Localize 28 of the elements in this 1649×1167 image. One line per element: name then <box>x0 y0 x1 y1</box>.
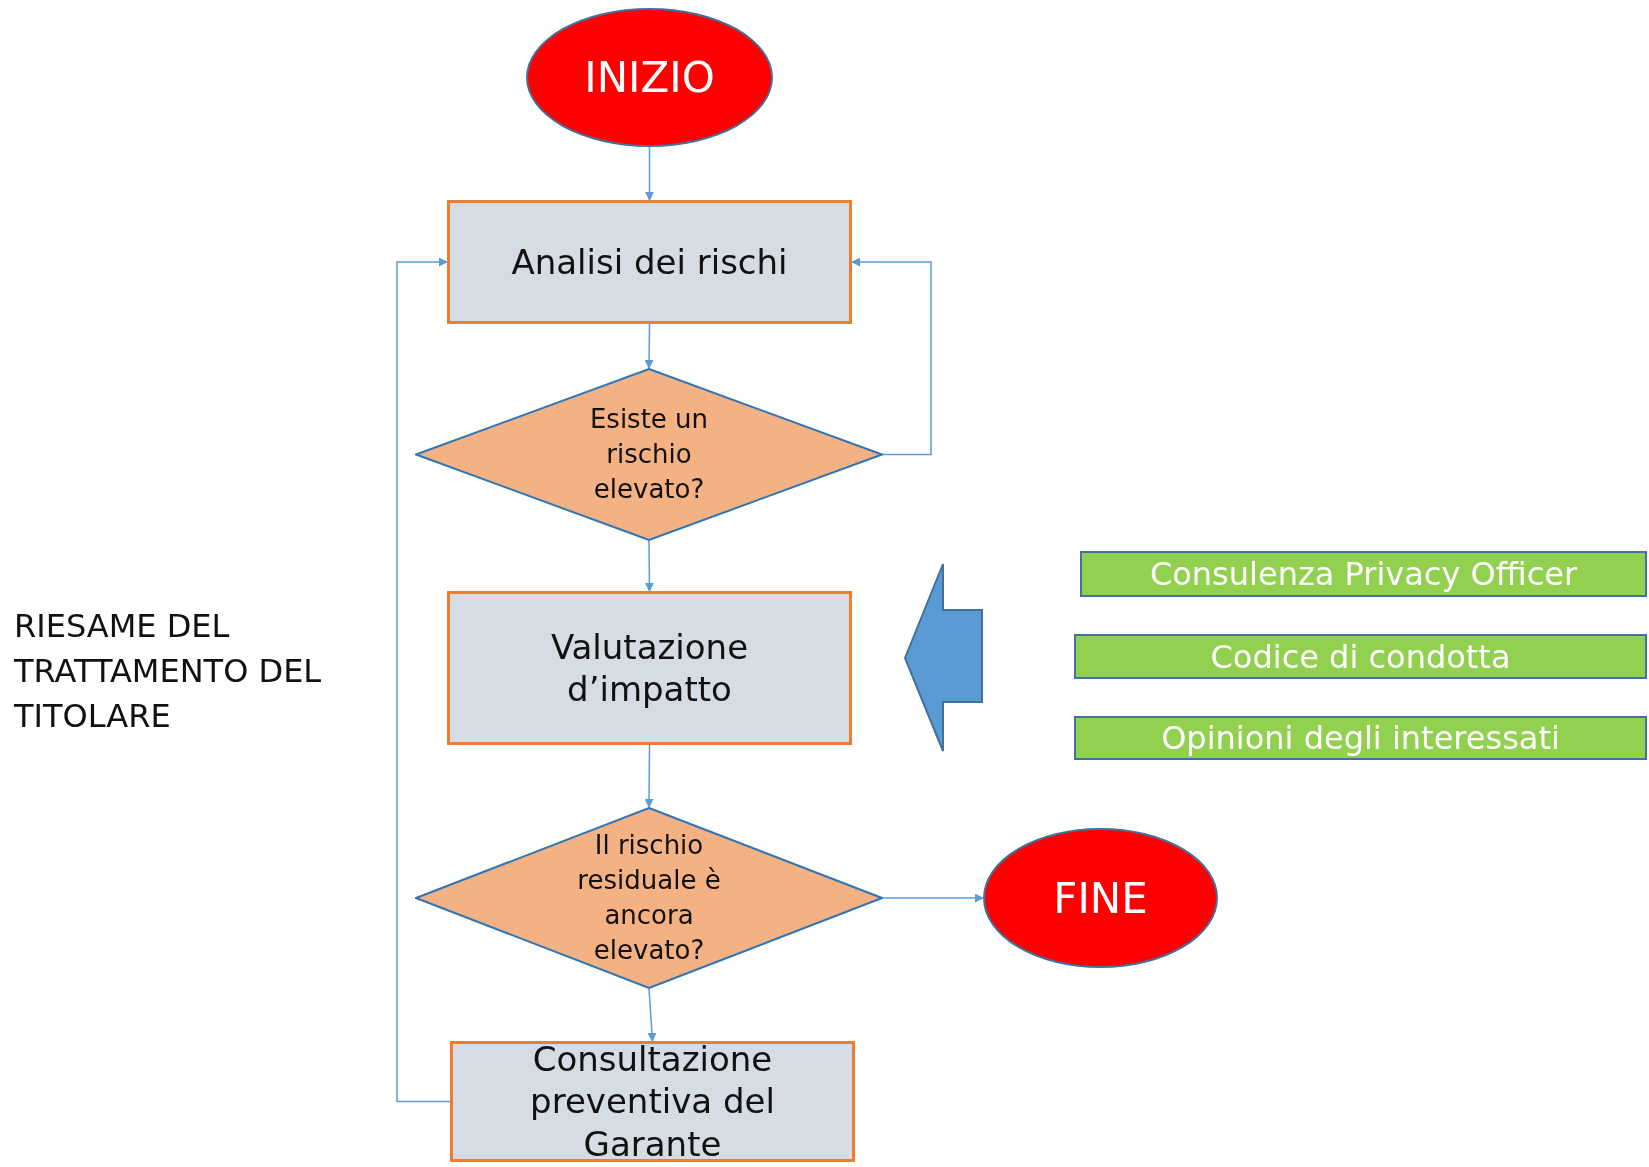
connector-arrow <box>644 540 654 592</box>
node-text: Opinioni degli interessati <box>1161 718 1560 759</box>
decision-diamond <box>415 807 883 989</box>
connector-arrow <box>644 744 654 808</box>
connector-arrow <box>882 893 984 903</box>
decision-diamond <box>415 368 883 541</box>
input-box <box>1074 634 1647 679</box>
node-text: Codice di condotta <box>1210 636 1511 678</box>
connector-arrow <box>851 257 932 456</box>
node-text: Consulenza Privacy Officer <box>1149 554 1578 595</box>
connector-arrow <box>645 146 654 201</box>
node-text: Valutazione d’impatto <box>549 625 750 711</box>
node-text: Il rischio residuale è ancora elevato? <box>576 828 722 968</box>
process-box <box>447 200 852 324</box>
node-text: FINE <box>1053 872 1148 925</box>
connector-arrow <box>647 988 657 1042</box>
node-text: Analisi dei rischi <box>510 240 789 284</box>
connector-arrow <box>644 323 654 369</box>
block-arrow <box>904 563 983 752</box>
connector-arrow <box>396 257 451 1103</box>
node-text: Esiste un rischio elevato? <box>588 402 710 507</box>
input-box <box>1074 716 1647 760</box>
node-text: Consultazione preventiva del Garante <box>529 1037 776 1166</box>
input-box <box>1080 551 1647 597</box>
node-text: INIZIO <box>584 52 715 104</box>
side-note: RIESAME DEL TRATTAMENTO DEL TITOLARE <box>14 606 323 737</box>
process-box <box>450 1041 855 1162</box>
process-box <box>447 591 852 745</box>
